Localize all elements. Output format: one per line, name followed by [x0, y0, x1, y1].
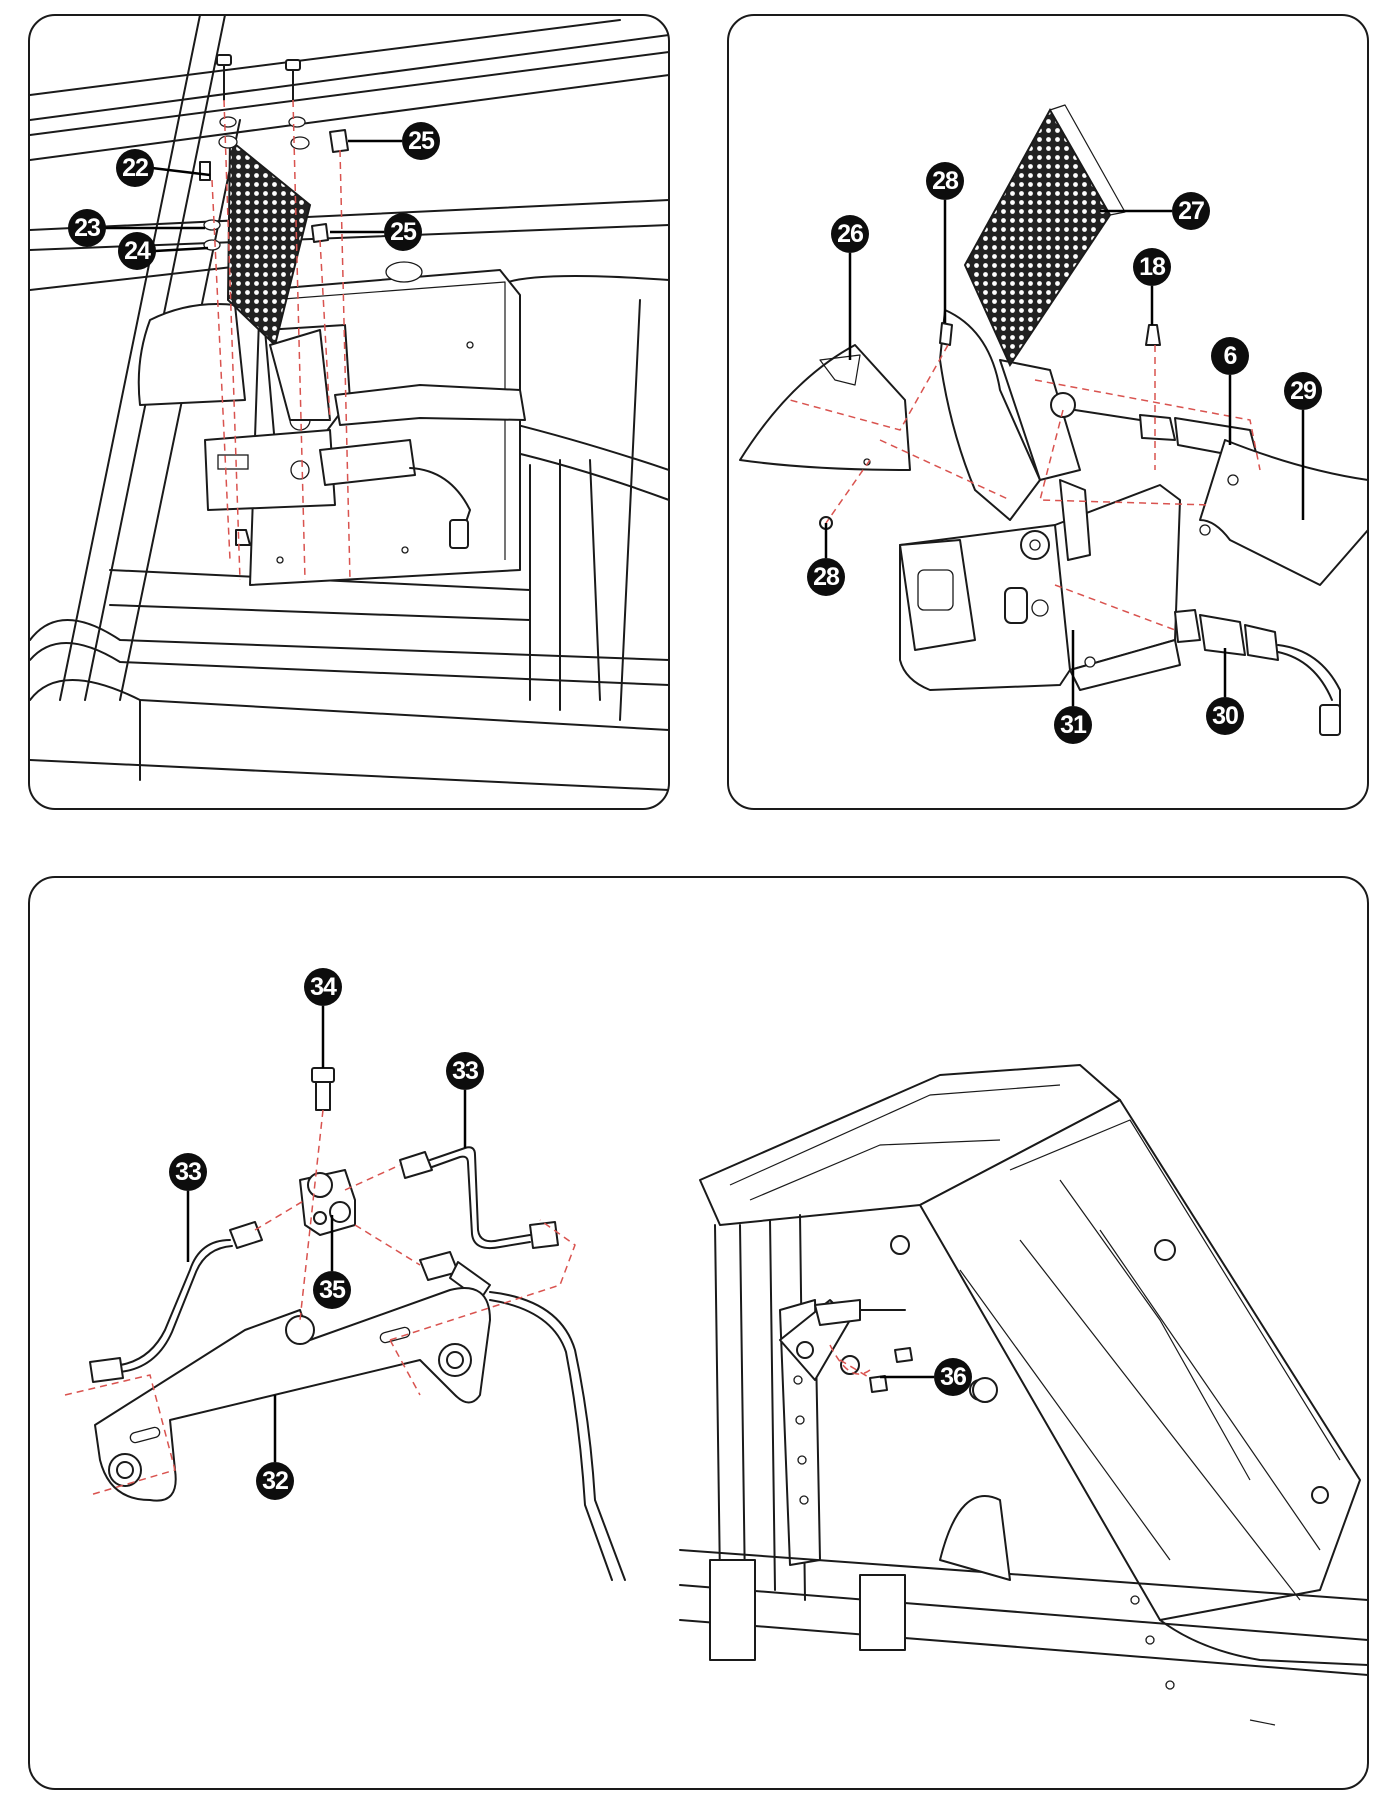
panel-pedal-installed [28, 14, 670, 810]
frame-illustration [29, 15, 669, 791]
callout-number: 34 [310, 973, 337, 1001]
pedal-exploded-illustration [739, 104, 1368, 736]
callout-28-lower: 28 [807, 523, 845, 596]
callout-number: 28 [813, 563, 840, 591]
callout-27: 27 [1100, 192, 1210, 230]
callout-35: 35 [313, 1215, 351, 1309]
callout-number: 22 [122, 154, 148, 182]
callout-number: 36 [940, 1363, 966, 1391]
callout-25-upper: 25 [348, 122, 440, 160]
callout-26: 26 [831, 215, 869, 360]
callout-36: 36 [880, 1358, 972, 1396]
callout-number: 32 [262, 1467, 288, 1495]
callout-number: 28 [932, 167, 959, 195]
callout-33-right: 33 [446, 1052, 484, 1148]
callout-23: 23 [68, 209, 205, 247]
callout-24: 24 [118, 232, 209, 270]
callout-number: 30 [1212, 702, 1238, 730]
callout-18: 18 [1133, 248, 1171, 325]
callout-number: 35 [319, 1276, 346, 1304]
callout-number: 26 [837, 220, 863, 248]
callout-number: 33 [175, 1158, 201, 1186]
callout-number: 31 [1060, 711, 1087, 739]
panel-brake-line-assembly [28, 876, 1369, 1790]
callout-22: 22 [116, 149, 211, 187]
callout-29: 29 [1284, 372, 1322, 520]
callout-number: 6 [1224, 342, 1237, 370]
callout-number: 27 [1178, 197, 1204, 225]
callout-number: 24 [124, 237, 151, 265]
brake-line-illustration [64, 1064, 1368, 1726]
callout-32: 32 [256, 1395, 294, 1500]
callout-number: 29 [1290, 377, 1316, 405]
callout-number: 18 [1139, 253, 1166, 281]
callout-number: 23 [74, 214, 100, 242]
callout-6: 6 [1211, 337, 1249, 445]
callout-34: 34 [304, 968, 342, 1068]
callout-33-left: 33 [169, 1153, 207, 1262]
callout-number: 25 [390, 218, 417, 246]
callout-30: 30 [1206, 648, 1244, 735]
callout-28-upper: 28 [926, 162, 964, 323]
callout-number: 25 [408, 127, 435, 155]
callout-31: 31 [1054, 630, 1092, 744]
panel-pedal-exploded [727, 14, 1369, 810]
callout-number: 33 [452, 1057, 478, 1085]
callout-25-lower: 25 [330, 213, 422, 251]
